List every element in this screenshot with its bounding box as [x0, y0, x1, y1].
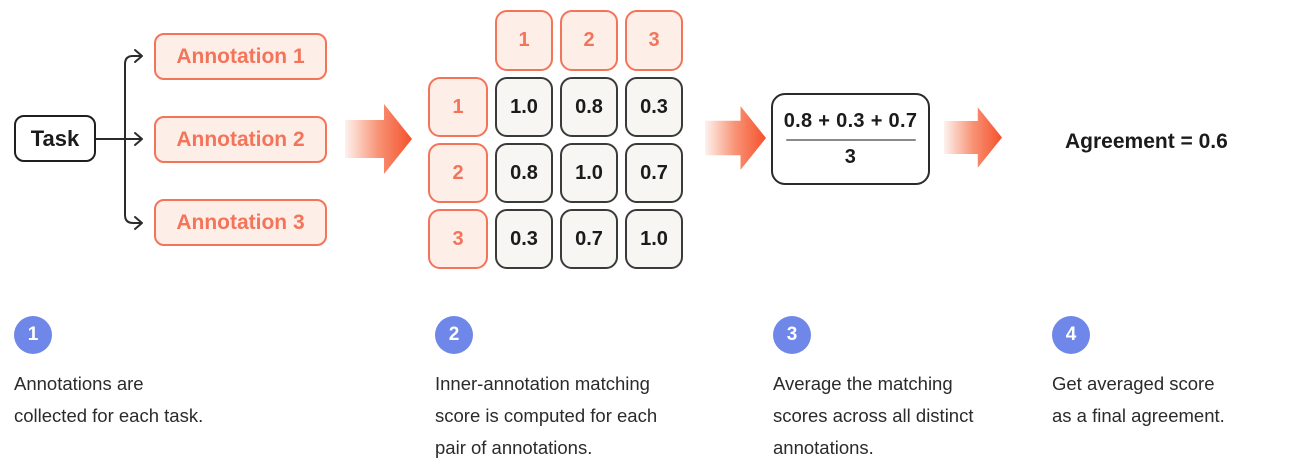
fraction-line	[785, 138, 916, 141]
matrix-cell: 0.7	[560, 209, 618, 269]
step-description: Annotations are collected for each task.	[14, 373, 204, 426]
matrix-col-header: 2	[560, 10, 618, 71]
matrix-cell: 0.3	[625, 77, 683, 137]
task-box: Task	[14, 115, 96, 162]
matrix-cell: 1.0	[495, 77, 553, 137]
step-number-badge: 4	[1052, 316, 1090, 354]
matrix-row-header: 2	[428, 143, 488, 203]
step-2: 2 Inner-annotation matching score is com…	[435, 316, 750, 464]
step-description: Average the matching scores across all d…	[773, 373, 974, 458]
task-label: Task	[30, 125, 80, 151]
flow-arrow-icon	[345, 104, 412, 174]
matching-score-matrix: 1 2 3 1 1.0 0.8 0.3 2 0.8 1.0 0.7 3 0.3 …	[428, 10, 683, 269]
step-number-badge: 1	[14, 316, 52, 354]
matrix-corner	[428, 10, 488, 71]
flow-arrow-icon	[944, 107, 1002, 168]
annotation-2-label: Annotation 2	[176, 127, 305, 151]
matrix-col-header: 1	[495, 10, 553, 71]
matrix-cell: 1.0	[560, 143, 618, 203]
matrix-col-header: 3	[625, 10, 683, 71]
fraction-numerator: 0.8 + 0.3 + 0.7	[783, 109, 918, 132]
annotation-1-box: Annotation 1	[154, 33, 327, 80]
step-3: 3 Average the matching scores across all…	[773, 316, 1048, 464]
step-1: 1 Annotations are collected for each tas…	[14, 316, 284, 432]
annotation-2-box: Annotation 2	[154, 116, 327, 163]
agreement-result: Agreement = 0.6	[1065, 130, 1228, 153]
matrix-row-header: 1	[428, 77, 488, 137]
annotation-1-label: Annotation 1	[176, 44, 305, 68]
step-4: 4 Get averaged score as a final agreemen…	[1052, 316, 1302, 432]
matrix-cell: 0.8	[560, 77, 618, 137]
step-number-badge: 2	[435, 316, 473, 354]
average-formula-box: 0.8 + 0.3 + 0.7 3	[771, 93, 930, 185]
annotation-3-label: Annotation 3	[176, 210, 305, 234]
flow-arrow-icon	[705, 106, 766, 170]
matrix-cell: 0.7	[625, 143, 683, 203]
branch-connector-icon	[96, 49, 143, 230]
matrix-cell: 0.8	[495, 143, 553, 203]
step-description: Inner-annotation matching score is compu…	[435, 373, 658, 458]
fraction-denominator: 3	[844, 145, 857, 168]
step-description: Get averaged score as a final agreement.	[1052, 373, 1225, 426]
step-number-badge: 3	[773, 316, 811, 354]
matrix-cell: 0.3	[495, 209, 553, 269]
annotation-3-box: Annotation 3	[154, 199, 327, 246]
matrix-row-header: 3	[428, 209, 488, 269]
matrix-cell: 1.0	[625, 209, 683, 269]
